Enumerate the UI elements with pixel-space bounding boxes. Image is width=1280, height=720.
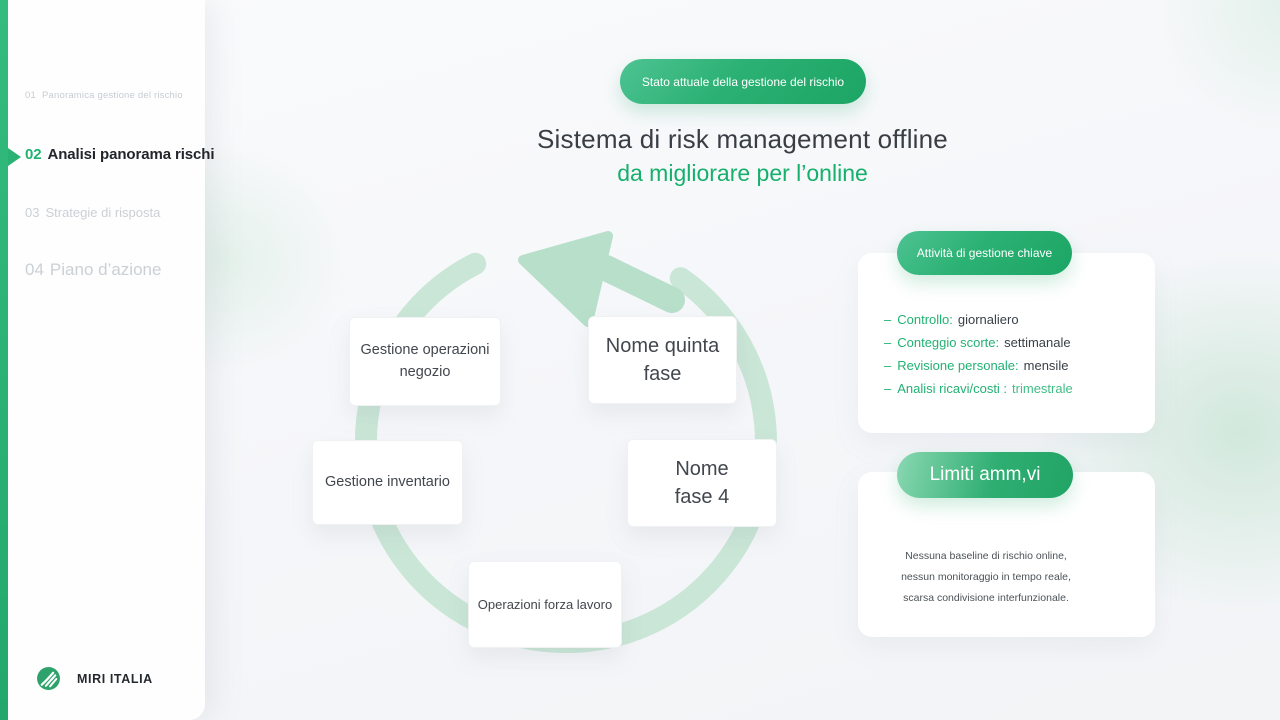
limits-card bbox=[858, 472, 1155, 637]
cycle-node-phase-4: Nome fase 4 bbox=[627, 439, 777, 527]
list-item: – Controllo: giornaliero bbox=[884, 308, 1073, 331]
node-label: negozio bbox=[399, 363, 451, 380]
activities-list: – Controllo: giornaliero – Conteggio sco… bbox=[884, 308, 1073, 400]
activity-value: trimestrale bbox=[1012, 381, 1073, 396]
activity-label: Conteggio scorte: bbox=[897, 335, 1000, 350]
header-badge: Stato attuale della gestione del rischio bbox=[620, 59, 866, 104]
cycle-node-workforce: Operazioni forza lavoro bbox=[468, 561, 622, 648]
node-label: Gestione operazioni bbox=[360, 341, 490, 358]
node-label: fase bbox=[643, 363, 682, 385]
node-label: Nome quinta bbox=[605, 335, 720, 357]
sidebar-item-analisi-active[interactable]: 02 Analisi panorama rischi bbox=[25, 146, 215, 163]
item-number: 02 bbox=[25, 146, 42, 163]
activity-label: Revisione personale: bbox=[897, 358, 1019, 373]
agenda-sidebar: 01 Panoramica gestione del rischio 02 Anal… bbox=[0, 0, 215, 720]
list-item: – Analisi ricavi/costi : trimestrale bbox=[884, 377, 1073, 400]
item-label: Panoramica gestione del rischio bbox=[41, 90, 183, 101]
limits-line: scarsa condivisione interfunzionale. bbox=[903, 592, 1069, 604]
activities-badge: Attività di gestione chiave bbox=[897, 231, 1072, 275]
dash-bullet: – bbox=[884, 335, 892, 350]
miri-leaf-icon bbox=[37, 667, 60, 690]
cycle-node-store-operations: Gestione operazioni negozio bbox=[349, 317, 501, 406]
dash-bullet: – bbox=[884, 358, 892, 373]
sidebar-item-strategie[interactable]: 03 Strategie di risposta bbox=[25, 205, 160, 220]
node-label: Gestione inventario bbox=[325, 473, 450, 490]
cycle-node-inventory: Gestione inventario bbox=[312, 440, 463, 525]
node-label: Operazioni forza lavoro bbox=[477, 596, 613, 612]
node-label: fase 4 bbox=[674, 486, 730, 508]
activities-badge-label: Attività di gestione chiave bbox=[916, 246, 1053, 260]
node-label: Nome bbox=[675, 458, 729, 480]
dash-bullet: – bbox=[884, 381, 892, 396]
activities-card bbox=[858, 253, 1155, 433]
limits-description: Nessuna baseline di rischio online, ness… bbox=[860, 546, 1112, 609]
active-item-arrow-icon bbox=[8, 148, 21, 166]
activity-value: giornaliero bbox=[957, 312, 1019, 327]
brand-name: MIRI ITALIA bbox=[77, 671, 153, 686]
sidebar-accent-bar bbox=[0, 0, 8, 720]
list-item: – Conteggio scorte: settimanale bbox=[884, 331, 1073, 354]
item-number: 01 bbox=[25, 90, 36, 101]
item-number: 03 bbox=[25, 205, 40, 220]
limits-line: Nessuna baseline di rischio online, bbox=[905, 550, 1067, 562]
activity-label: Analisi ricavi/costi : bbox=[897, 381, 1008, 396]
header-badge-label: Stato attuale della gestione del rischio bbox=[641, 74, 845, 89]
limits-badge-label: Limiti amm,vi bbox=[929, 464, 1041, 485]
brand-logo: MIRI ITALIA bbox=[36, 666, 153, 691]
activity-value: settimanale bbox=[1004, 335, 1071, 350]
activity-value: mensile bbox=[1023, 358, 1069, 373]
item-label: Analisi panorama rischi bbox=[47, 146, 215, 163]
limits-line: nessun monitoraggio in tempo reale, bbox=[901, 571, 1071, 583]
sidebar-item-panoramica[interactable]: 01 Panoramica gestione del rischio bbox=[25, 90, 183, 101]
slide-subtitle: da migliorare per l’online bbox=[617, 160, 868, 186]
activity-label: Controllo: bbox=[897, 312, 953, 327]
list-item: – Revisione personale: mensile bbox=[884, 354, 1073, 377]
dash-bullet: – bbox=[884, 312, 892, 327]
item-label: Piano d’azione bbox=[49, 260, 162, 279]
sidebar-item-piano[interactable]: 04 Piano d’azione bbox=[25, 260, 161, 280]
item-number: 04 bbox=[25, 260, 44, 279]
slide-title: Sistema di risk management offline bbox=[537, 124, 948, 154]
item-label: Strategie di risposta bbox=[45, 205, 161, 220]
limits-badge: Limiti amm,vi bbox=[897, 452, 1073, 498]
cycle-node-fifth-phase: Nome quinta fase bbox=[588, 316, 737, 404]
